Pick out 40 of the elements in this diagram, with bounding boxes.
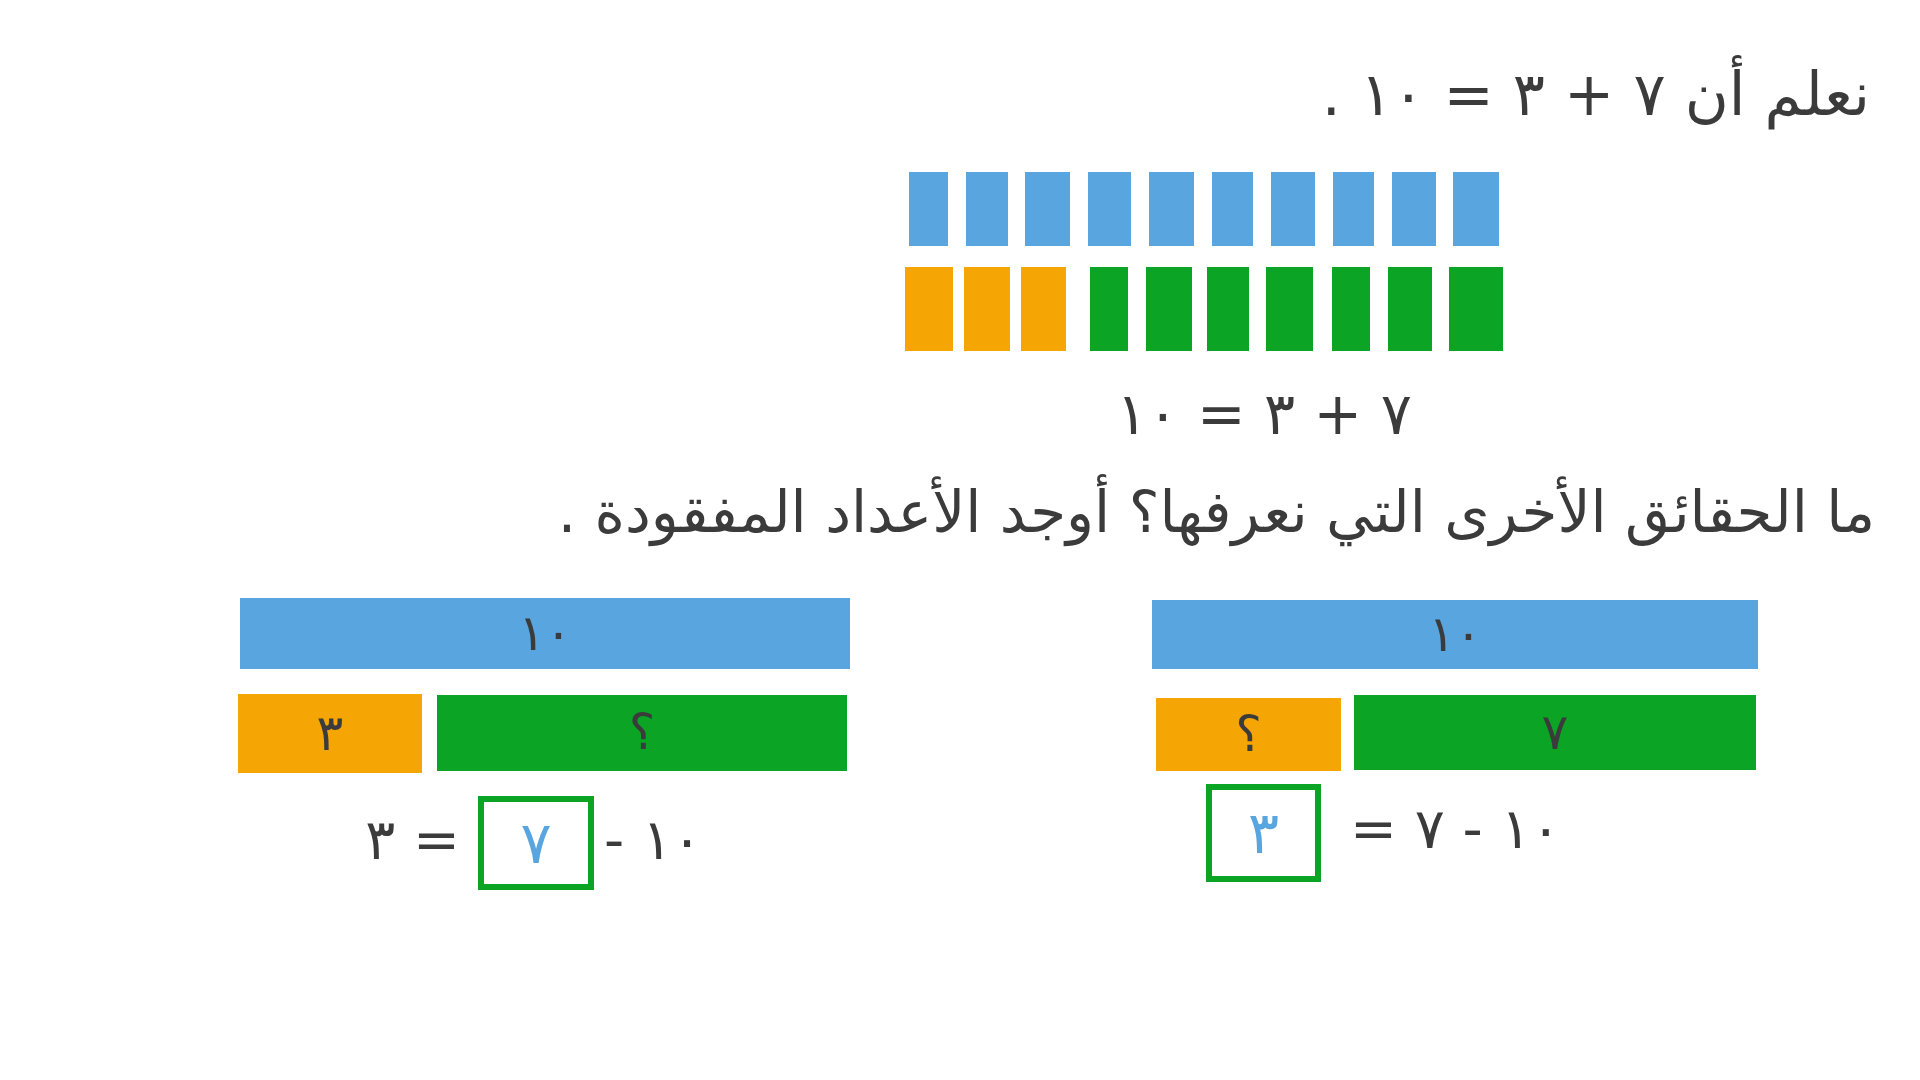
bar-number: ١٠ (518, 604, 572, 663)
equation-text: ٧ + ٣ = ١٠ (1116, 380, 1412, 450)
unit-block (1453, 172, 1499, 246)
unit-block (1025, 172, 1070, 246)
unit-block (905, 267, 953, 351)
answer-number: ٧ (520, 809, 552, 877)
unit-block (1388, 267, 1432, 351)
equation-part: = ٣ (365, 806, 460, 874)
unit-block (1146, 267, 1192, 351)
unit-block (1090, 267, 1128, 351)
whole-bar (240, 598, 850, 669)
bar-number: ٣ (316, 704, 344, 763)
unit-block (1212, 172, 1253, 246)
unit-block (1149, 172, 1194, 246)
answer-box (478, 796, 594, 890)
unit-block (1266, 267, 1313, 351)
unit-block (1392, 172, 1436, 246)
unit-block (1207, 267, 1249, 351)
bar-number: ١٠ (1428, 605, 1482, 664)
unit-block (1332, 267, 1370, 351)
part-bar (437, 695, 847, 771)
part-bar (1156, 698, 1341, 771)
unit-block (964, 267, 1010, 351)
bar-number: ؟ (628, 704, 656, 762)
unit-block (1021, 267, 1066, 351)
unit-block (1271, 172, 1315, 246)
unit-block (1333, 172, 1374, 246)
unit-block (909, 172, 948, 246)
whole-bar (1152, 600, 1758, 669)
answer-box (1206, 784, 1321, 882)
unit-block (1449, 267, 1503, 351)
part-bar (1354, 695, 1756, 770)
part-bar (238, 694, 422, 773)
equation-text: ١٠ - ٧ = (1350, 795, 1561, 863)
unit-block (1088, 172, 1131, 246)
equation-part: ١٠ - (604, 806, 703, 874)
bar-number: ؟ (1235, 705, 1262, 764)
answer-number: ٣ (1247, 799, 1280, 867)
bar-number: ٧ (1541, 703, 1569, 762)
unit-block (966, 172, 1008, 246)
